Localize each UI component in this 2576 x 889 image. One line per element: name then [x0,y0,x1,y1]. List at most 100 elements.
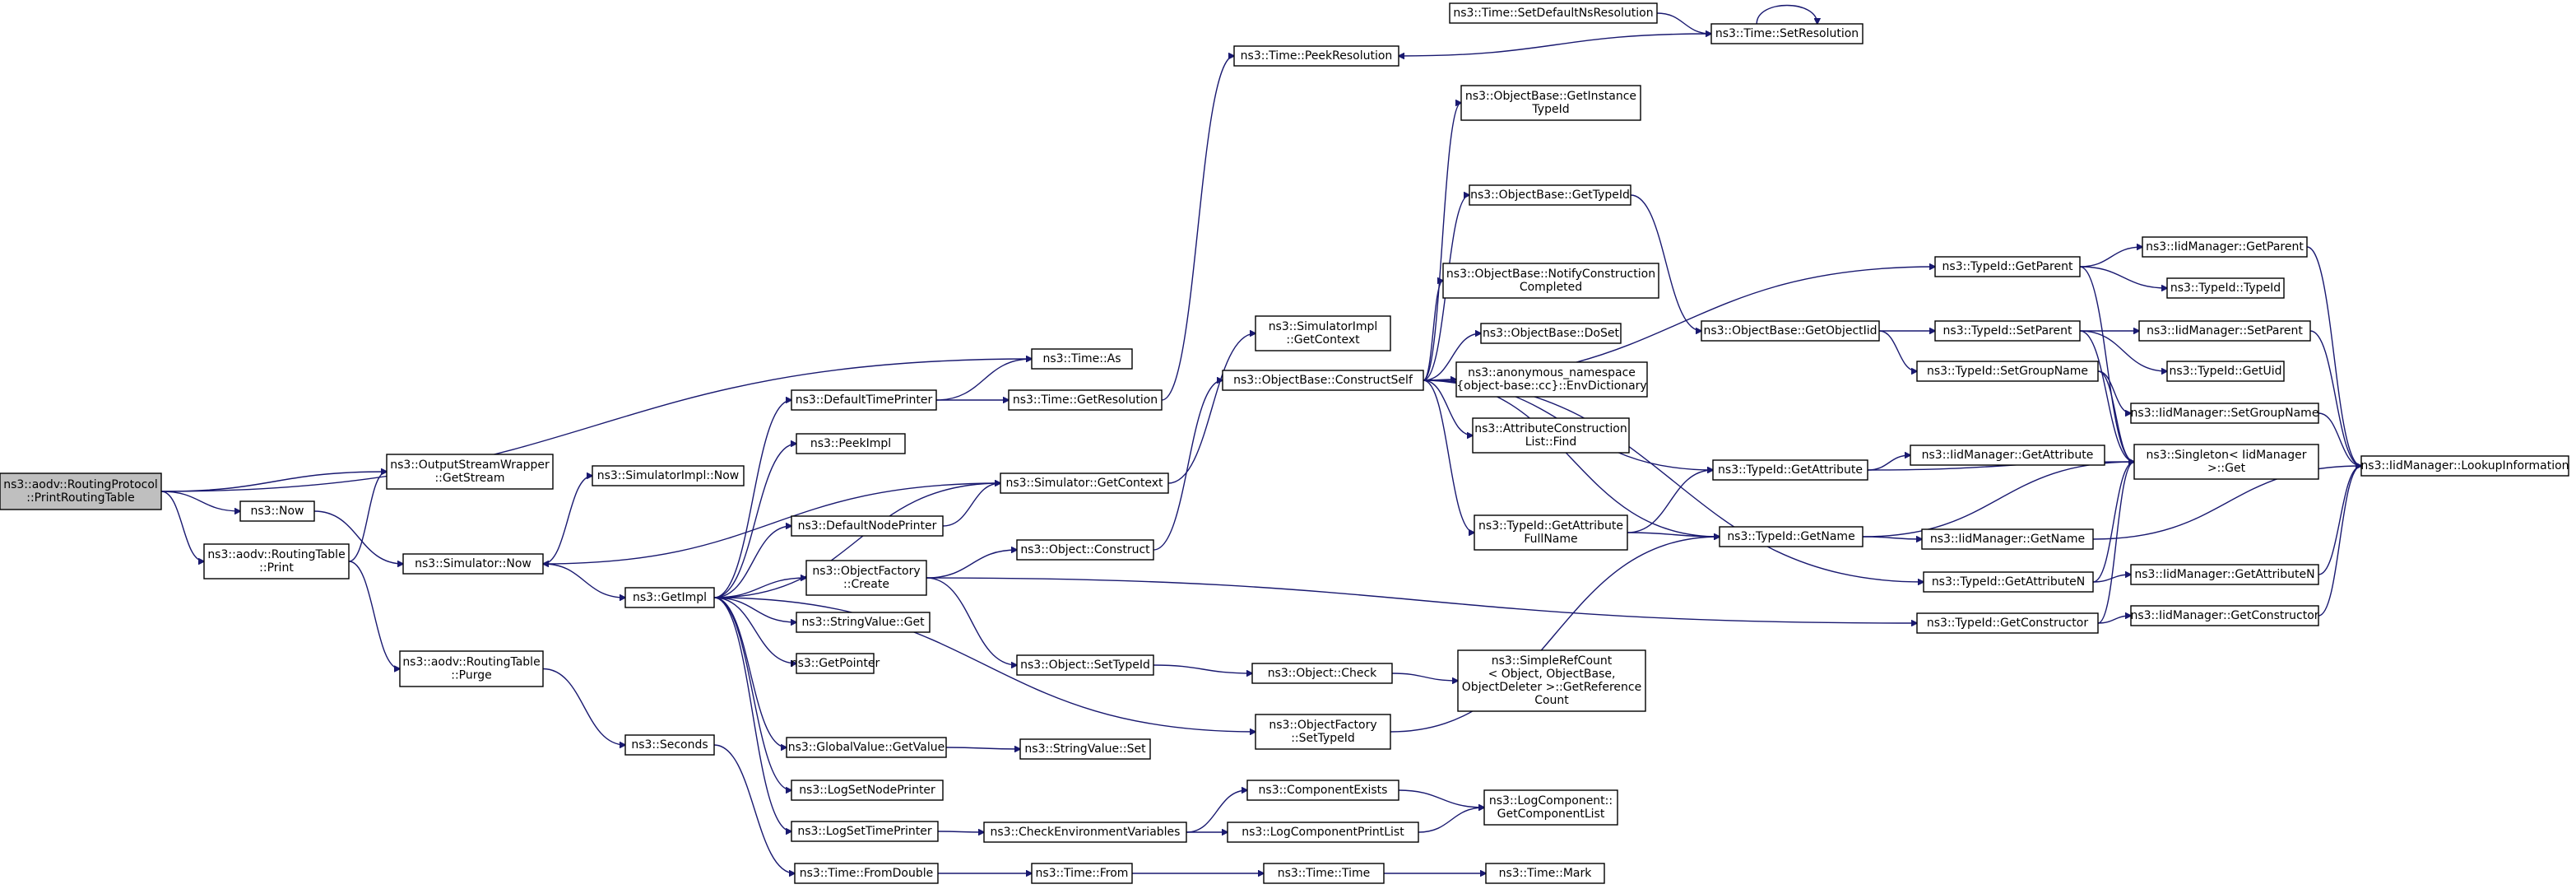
node-typeid-getname[interactable]: ns3::TypeId::GetName [1719,526,1864,547]
node-logsetnodeprinter[interactable]: ns3::LogSetNodePrinter [791,780,944,801]
node-box [1469,184,1631,206]
node-time-fromdouble[interactable]: ns3::Time::FromDouble [794,863,939,884]
node-typeid-setparent[interactable]: ns3::TypeId::SetParent [1934,320,2081,342]
node-label: ns3::Time::Time [1278,867,1370,880]
node-peekimpl[interactable]: ns3::PeekImpl [796,433,906,454]
node-rp-print[interactable]: ns3::aodv::RoutingProtocol::PrintRouting… [0,472,162,510]
node-ob-doset[interactable]: ns3::ObjectBase::DoSet [1480,323,1622,344]
edge-typeid-getname-to-singleton-get [1862,462,2134,538]
node-simplerefcount[interactable]: ns3::SimpleRefCount< Object, ObjectBase,… [1457,649,1646,712]
node-object-construct[interactable]: ns3::Object::Construct [1016,539,1154,561]
node-typeid-getattributen[interactable]: ns3::TypeId::GetAttributeN [1923,571,2094,593]
node-globalvalue-getvalue[interactable]: ns3::GlobalValue::GetValue [786,737,947,758]
node-iidm-getname[interactable]: ns3::IidManager::GetName [1921,528,2094,550]
node-seconds[interactable]: ns3::Seconds [624,734,715,756]
node-label: ns3::TypeId::GetParent [1942,260,2073,273]
edge-getimpl-to-objfactory-create [713,578,806,598]
node-label: ns3::SimulatorImpl::Now [597,469,740,482]
node-getimpl[interactable]: ns3::GetImpl [624,587,715,608]
node-iidm-setparent[interactable]: ns3::IidManager::SetParent [2138,320,2311,342]
node-label: ns3::Simulator::Now [415,557,531,570]
node-logcomponentprintlist[interactable]: ns3::LogComponentPrintList [1227,822,1419,843]
node-default-time-printer[interactable]: ns3::DefaultTimePrinter [791,389,937,411]
node-stringvalue-get[interactable]: ns3::StringValue::Get [796,612,931,633]
node-label: ns3::Now [251,505,304,518]
node-simimpl-now[interactable]: ns3::SimulatorImpl::Now [592,465,745,486]
node-box [2138,320,2311,342]
node-ob-getobjectiid[interactable]: ns3::ObjectBase::GetObjectIid [1701,320,1880,342]
node-time-peekresolution[interactable]: ns3::Time::PeekResolution [1233,45,1399,67]
edge-now-to-sim-now [313,510,403,564]
node-box [1701,320,1880,342]
node-check-env[interactable]: ns3::CheckEnvironmentVariables [983,822,1187,843]
node-object-settypeid[interactable]: ns3::Object::SetTypeId [1016,654,1154,676]
node-iidm-lookupinformation[interactable]: ns3::IidManager::LookupInformation [2360,455,2569,477]
node-time-time[interactable]: ns3::Time::Time [1263,863,1385,884]
node-box [592,465,745,486]
node-objfactory-create[interactable]: ns3::ObjectFactory::Create [805,560,927,596]
node-rt-print[interactable]: ns3::aodv::RoutingTable::Print [203,543,350,579]
node-now[interactable]: ns3::Now [239,500,315,522]
node-iidm-getattribute[interactable]: ns3::IidManager::GetAttribute [1910,444,2105,466]
node-time-as[interactable]: ns3::Time::As [1031,348,1133,370]
node-label: ns3::aodv::RoutingTable [207,548,345,561]
node-typeid-typeid[interactable]: ns3::TypeId::TypeId [2166,277,2285,299]
node-box [1921,528,2094,550]
node-typeid-setgroupname[interactable]: ns3::TypeId::SetGroupName [1916,361,2099,382]
edge-rp-print-to-time-as [160,359,1032,492]
node-ob-gettypeid[interactable]: ns3::ObjectBase::GetTypeId [1469,184,1631,206]
edge-objfactory-create-to-object-settypeid [926,577,1017,665]
node-label: ns3::PeekImpl [810,437,891,450]
node-time-from[interactable]: ns3::Time::From [1031,863,1133,884]
node-iidm-getparent[interactable]: ns3::IidManager::GetParent [2142,236,2308,258]
node-logsettimeprinter[interactable]: ns3::LogSetTimePrinter [791,821,939,842]
node-componentexists[interactable]: ns3::ComponentExists [1246,780,1399,801]
node-time-mark[interactable]: ns3::Time::Mark [1485,863,1605,884]
node-typeid-getconstructor[interactable]: ns3::TypeId::GetConstructor [1916,612,2099,634]
node-anon-envdictionary[interactable]: ns3::anonymous_namespace{object-base::cc… [1455,361,1648,398]
edge-typeid-getattributefullname-to-typeid-getname [1627,532,1720,537]
node-box [796,653,875,674]
node-sim-getcontext[interactable]: ns3::Simulator::GetContext [1000,472,1169,494]
node-box [2166,277,2285,299]
node-typeid-getparent[interactable]: ns3::TypeId::GetParent [1934,256,2081,277]
node-rt-purge[interactable]: ns3::aodv::RoutingTable::Purge [399,650,544,687]
node-default-node-printer[interactable]: ns3::DefaultNodePrinter [791,515,944,537]
node-label: ns3::Time::Mark [1499,867,1593,880]
node-label: ns3::GetImpl [633,591,707,604]
node-iidm-getconstructor[interactable]: ns3::IidManager::GetConstructor [2130,605,2319,626]
node-iidm-setgroupname[interactable]: ns3::IidManager::SetGroupName [2130,403,2319,424]
node-box [1263,863,1385,884]
edge-objfactory-settypeid-to-typeid-getname [1390,537,1720,733]
node-getpointer[interactable]: ns3::GetPointer [791,653,880,674]
node-singleton-get[interactable]: ns3::Singleton< IidManager>::Get [2133,444,2319,480]
node-time-setresolution[interactable]: ns3::Time::SetResolution [1710,23,1864,44]
node-ob-notifyconstruction[interactable]: ns3::ObjectBase::NotifyConstructionCompl… [1442,263,1659,299]
node-stringvalue-set[interactable]: ns3::StringValue::Set [1019,738,1151,760]
node-typeid-getuid[interactable]: ns3::TypeId::GetUid [2166,361,2285,382]
node-simimpl-getcontext[interactable]: ns3::SimulatorImpl::GetContext [1255,315,1391,351]
node-time-setdefaultnsres[interactable]: ns3::Time::SetDefaultNsResolution [1449,2,1658,24]
node-objectbase-constructself[interactable]: ns3::ObjectBase::ConstructSelf [1222,370,1424,391]
edge-typeid-getattributefullname-to-typeid-getattribute [1627,470,1713,533]
node-box [1934,256,2081,277]
node-osw-getstream[interactable]: ns3::OutputStreamWrapper::GetStream [386,454,554,490]
node-logcomponent-getcomponentlist[interactable]: ns3::LogComponent::GetComponentList [1483,789,1618,826]
edge-typeid-setparent-to-typeid-getuid [2079,330,2167,371]
node-object-check[interactable]: ns3::Object::Check [1251,663,1393,684]
node-time-getresolution[interactable]: ns3::Time::GetResolution [1008,389,1163,411]
node-box [796,433,906,454]
node-typeid-getattribute[interactable]: ns3::TypeId::GetAttribute [1712,459,1868,481]
node-box [2130,605,2319,626]
node-box [1031,863,1133,884]
node-label: Completed [1520,281,1582,294]
edge-getimpl-to-logsettimeprinter [713,597,791,831]
node-sim-now[interactable]: ns3::Simulator::Now [402,553,544,575]
edge-getimpl-to-logsetnodeprinter [713,597,791,790]
node-objfactory-settypeid[interactable]: ns3::ObjectFactory::SetTypeId [1255,714,1391,750]
node-iidm-getattributen[interactable]: ns3::IidManager::GetAttributeN [2130,564,2319,585]
